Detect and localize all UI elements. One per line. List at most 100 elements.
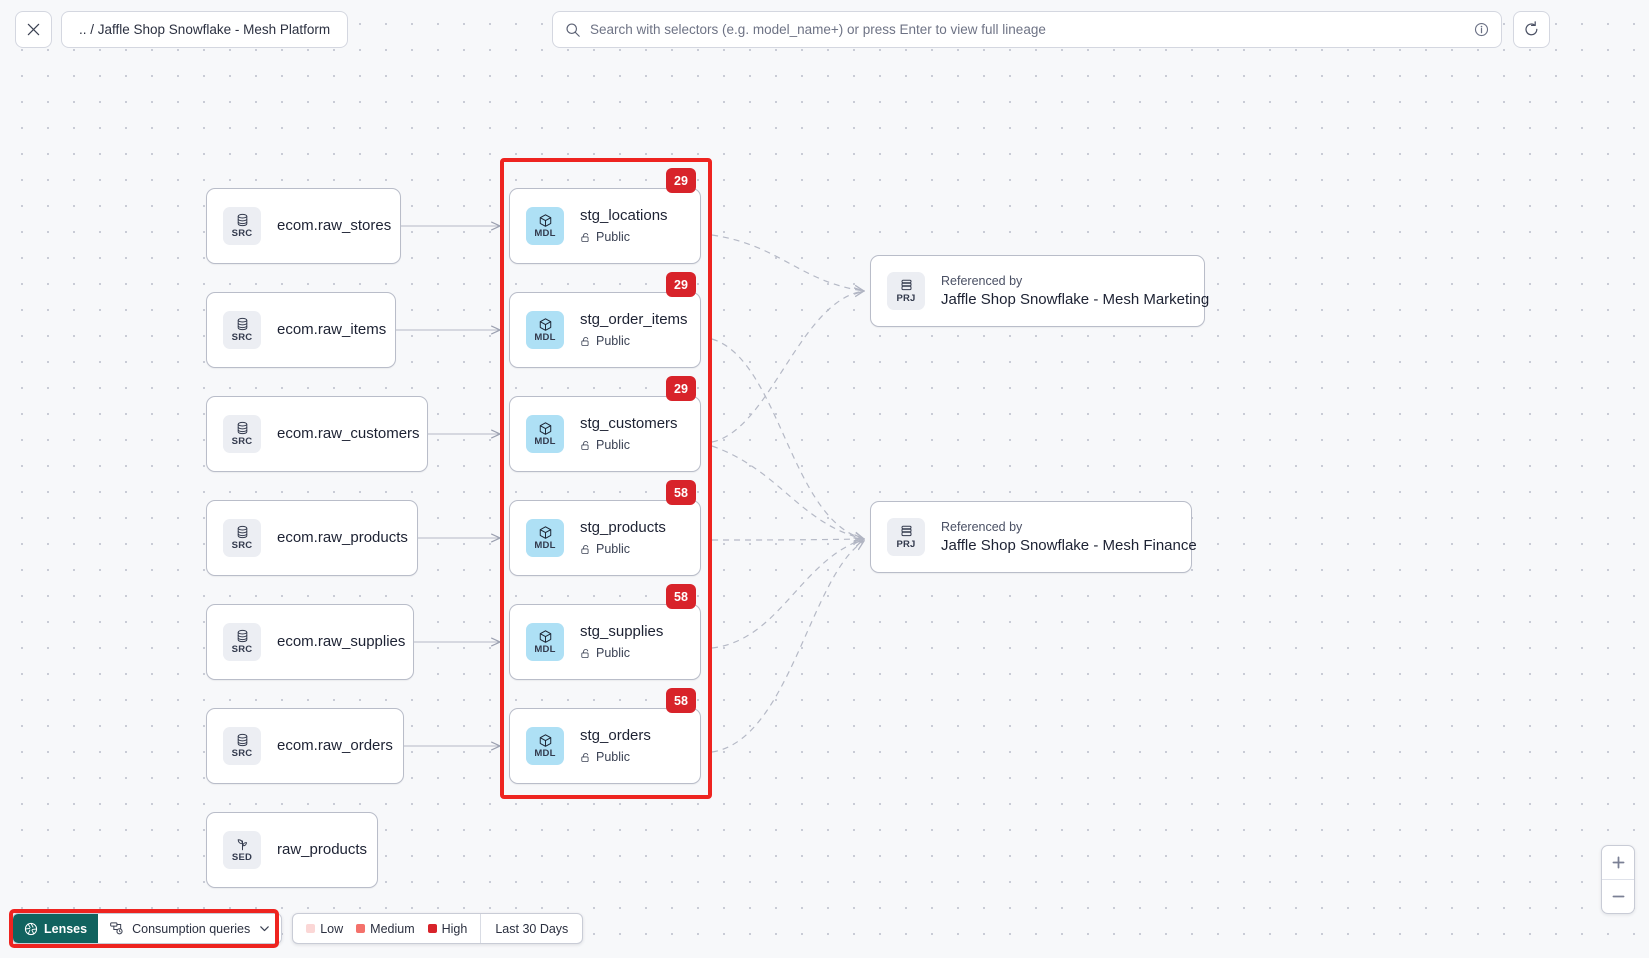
period-label: Last 30 Days <box>495 921 569 936</box>
node-access-label: Public <box>596 334 631 348</box>
lock-open-icon <box>580 752 591 763</box>
close-icon <box>27 23 40 36</box>
node-name: ecom.raw_stores <box>277 217 392 234</box>
node-type-badge: SRC <box>223 623 261 661</box>
legend-swatch <box>356 924 366 933</box>
zoom-out-button[interactable] <box>1602 880 1634 913</box>
node-type-badge: MDL <box>526 519 564 557</box>
node-count-badge: 29 <box>666 376 696 401</box>
cube-icon <box>538 733 553 748</box>
node-type-code: PRJ <box>896 539 916 550</box>
node-type-badge: MDL <box>526 623 564 661</box>
node-access-label: Public <box>596 438 631 452</box>
node-text: ecom.raw_customers <box>277 424 420 444</box>
node-name: stg_order_items <box>580 311 688 328</box>
node-type-code: MDL <box>534 332 556 343</box>
lens-select[interactable]: Consumption queries <box>98 914 282 943</box>
database-icon <box>235 421 250 436</box>
close-button[interactable] <box>15 11 52 48</box>
node-name: ecom.raw_supplies <box>277 633 406 650</box>
node-type-badge: MDL <box>526 415 564 453</box>
aperture-icon <box>24 922 38 936</box>
seed-icon <box>235 837 250 852</box>
lenses-button[interactable]: Lenses <box>13 914 99 943</box>
node-name: Jaffle Shop Snowflake - Mesh Finance <box>941 536 1197 554</box>
node-type-badge: PRJ <box>887 272 925 310</box>
node-name: ecom.raw_customers <box>277 425 420 442</box>
node-name: stg_supplies <box>580 623 664 640</box>
node-count-badge: 58 <box>666 480 696 505</box>
node-type-badge: SRC <box>223 519 261 557</box>
cube-icon <box>538 629 553 644</box>
database-icon <box>235 629 250 644</box>
zoom-in-button[interactable] <box>1602 846 1634 879</box>
graph-node-source[interactable]: SRC ecom.raw_stores <box>206 188 401 264</box>
node-access: Public <box>580 749 651 766</box>
node-type-code: SRC <box>231 332 253 343</box>
legend-label: High <box>441 921 468 936</box>
search-bar[interactable] <box>552 11 1502 48</box>
node-text: ecom.raw_supplies <box>277 632 405 652</box>
node-caption: Referenced by <box>941 519 1023 534</box>
node-type-code: SRC <box>231 228 253 239</box>
node-text: Referenced by Jaffle Shop Snowflake - Mes… <box>941 519 1197 556</box>
node-access-label: Public <box>596 646 631 660</box>
node-type-code: MDL <box>534 748 556 759</box>
info-circle-icon[interactable] <box>1474 22 1489 37</box>
node-type-badge: PRJ <box>887 518 925 556</box>
node-count-badge: 58 <box>666 688 696 713</box>
node-name: ecom.raw_orders <box>277 737 393 754</box>
graph-node-source[interactable]: SRC ecom.raw_products <box>206 500 418 576</box>
node-access-label: Public <box>596 230 631 244</box>
lenses-group: Lenses Consumption queries <box>12 913 283 944</box>
legend-item: Medium <box>356 922 415 936</box>
node-type-badge: SRC <box>223 311 261 349</box>
query-icon <box>109 921 124 936</box>
lens-selected-label: Consumption queries <box>132 921 251 936</box>
plus-icon <box>1612 856 1624 869</box>
search-input[interactable] <box>590 22 1474 37</box>
chevron-down-icon[interactable] <box>258 922 271 935</box>
lock-open-icon <box>580 232 591 243</box>
node-type-code: SRC <box>231 644 253 655</box>
node-type-code: MDL <box>534 436 556 447</box>
project-icon <box>899 524 914 539</box>
cube-icon <box>538 525 553 540</box>
node-type-code: MDL <box>534 228 556 239</box>
node-access: Public <box>580 437 678 454</box>
node-name: stg_customers <box>580 415 678 432</box>
node-caption: Referenced by <box>941 273 1023 288</box>
node-name: stg_orders <box>580 727 651 744</box>
period-selector[interactable]: Last 30 Days <box>480 914 582 943</box>
node-type-code: SED <box>231 852 253 863</box>
node-access: Public <box>580 645 663 662</box>
refresh-button[interactable] <box>1513 11 1550 48</box>
graph-node-source[interactable]: SRC ecom.raw_supplies <box>206 604 414 680</box>
graph-node-project[interactable]: PRJ Referenced by Jaffle Shop Snowflake - … <box>870 501 1197 573</box>
node-text: ecom.raw_products <box>277 528 408 548</box>
lock-open-icon <box>580 544 591 555</box>
node-name: ecom.raw_products <box>277 529 408 546</box>
breadcrumb[interactable]: .. / Jaffle Shop Snowflake - Mesh Platfo… <box>61 11 349 48</box>
node-text: ecom.raw_orders <box>277 736 393 756</box>
database-icon <box>235 213 250 228</box>
node-type-code: MDL <box>534 644 556 655</box>
top-toolbar: .. / Jaffle Shop Snowflake - Mesh Platfo… <box>0 0 1649 59</box>
